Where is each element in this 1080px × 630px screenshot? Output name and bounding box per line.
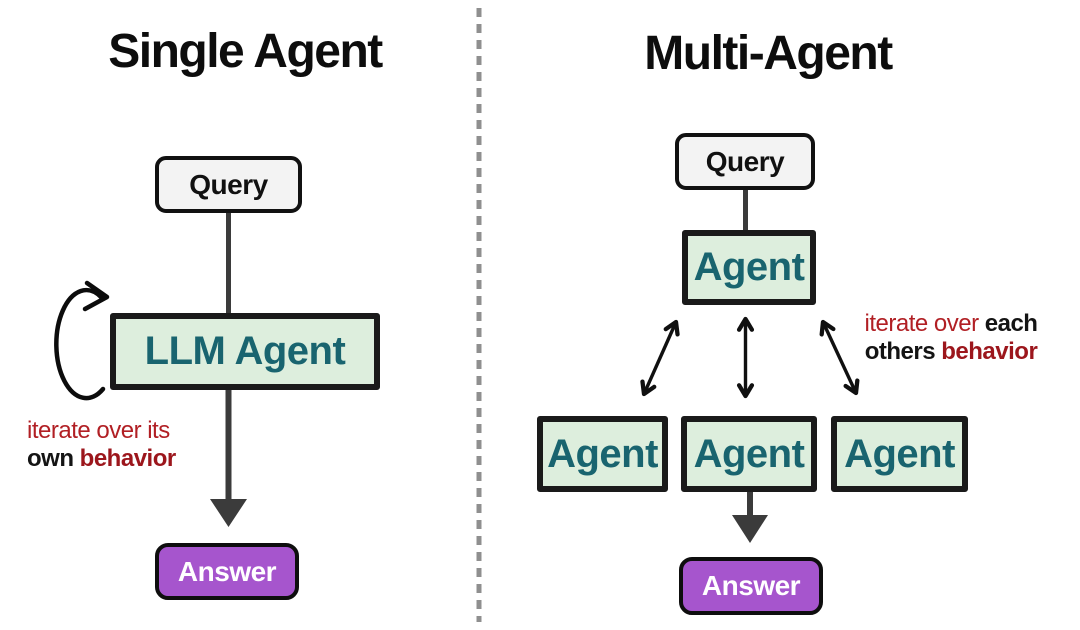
left-query-label: Query xyxy=(189,168,268,200)
worker-agent-box-2: Agent xyxy=(681,416,817,492)
worker-agent-box-1: Agent xyxy=(537,416,668,492)
left-answer-box: Answer xyxy=(155,543,299,600)
right-panel-title: Multi-Agent xyxy=(644,27,893,80)
self-loop-arrow-icon xyxy=(54,287,106,401)
left-panel-title: Single Agent xyxy=(108,25,383,78)
right-answer-label: Answer xyxy=(701,570,801,601)
coordinator-agent-label: Agent xyxy=(693,245,805,289)
left-annotation-line1: iterate over its xyxy=(27,417,170,444)
left-agent-to-answer-arrowhead xyxy=(210,499,247,527)
right-query-box: Query xyxy=(675,133,815,190)
llm-agent-label: LLM Agent xyxy=(144,329,346,373)
right-answer-box: Answer xyxy=(679,557,823,615)
llm-agent-box: LLM Agent xyxy=(110,313,380,390)
coordinator-agent-box: Agent xyxy=(682,230,816,305)
bidirectional-arrow-right xyxy=(819,319,860,396)
left-annotation: iterate over its own behavior xyxy=(27,417,176,473)
worker-agent-label-3: Agent xyxy=(844,431,955,476)
right-query-label: Query xyxy=(705,145,785,177)
left-answer-label: Answer xyxy=(177,555,277,587)
worker-agent-box-3: Agent xyxy=(831,416,968,492)
worker-agent-label-2: Agent xyxy=(693,431,805,476)
right-agent-to-answer-arrowhead xyxy=(732,515,768,543)
worker-agent-label-1: Agent xyxy=(547,431,658,476)
bidirectional-arrow-left xyxy=(640,319,680,397)
right-annotation-line2: others behavior xyxy=(864,338,1038,365)
left-annotation-line2: own behavior xyxy=(27,445,176,472)
left-query-box: Query xyxy=(155,156,302,213)
self-loop-arrowhead xyxy=(82,280,110,312)
right-annotation: iterate over each others behavior xyxy=(846,310,1056,366)
right-annotation-line1: iterate over each xyxy=(864,310,1038,337)
